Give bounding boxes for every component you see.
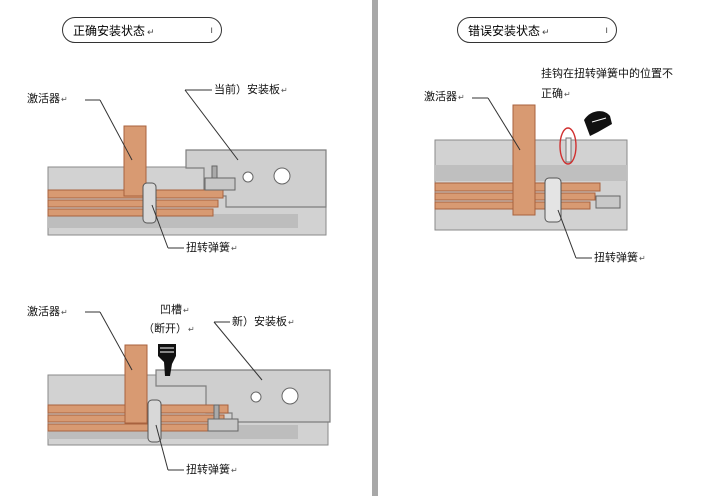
mounting-plate [155, 369, 331, 423]
activator-arm [124, 344, 148, 424]
activator-label: 激活器↵ [27, 92, 68, 105]
paragraph-mark-icon: ↵ [147, 28, 155, 38]
right-panel-title: 错误安装状态↵ ı [457, 17, 617, 43]
shaft [204, 177, 236, 191]
paragraph-mark-icon: ↵ [188, 325, 195, 334]
paragraph-mark-icon: ↵ [458, 93, 465, 102]
plate-hole-large [281, 387, 299, 405]
left-panel-title: 正确安装状态↵ ı [62, 17, 222, 43]
activator-label: 激活器↵ [424, 90, 465, 103]
paragraph-mark-icon: ↵ [281, 86, 288, 95]
activator-arm [123, 125, 147, 197]
rail-lower-band [48, 214, 298, 228]
current-plate-label: 当前）安装板↵ [214, 83, 288, 96]
hook-pin [213, 404, 220, 420]
pointing-hand-icon [158, 344, 176, 376]
figure-incorrect [434, 104, 628, 231]
leader-lines [85, 89, 592, 471]
new-plate-label: 新）安装板↵ [232, 315, 295, 328]
torsion-spring-label: 扭转弹簧↵ [186, 463, 238, 476]
torsion-spring-label: 扭转弹簧↵ [186, 241, 238, 254]
paragraph-mark-icon: ↵ [639, 254, 646, 263]
copper-bar [47, 208, 214, 217]
text-cursor-icon: ı [605, 25, 608, 36]
copper-bar [47, 423, 221, 432]
copper-bar [47, 199, 219, 208]
incorrect-position-note: 挂钩在扭转弹簧中的位置不 [541, 67, 673, 80]
plate-hole-small [250, 391, 262, 403]
panel-divider [372, 0, 378, 496]
left-panel-title-text: 正确安装状态 [73, 24, 146, 38]
groove-sub-label: （断开）↵ [143, 322, 195, 335]
incorrect-position-note-line2: 正确↵ [541, 87, 571, 100]
activator-label: 激活器↵ [27, 305, 68, 318]
figure-correct-new-plate [47, 344, 331, 446]
paragraph-mark-icon: ↵ [231, 244, 238, 253]
text-cursor-icon: ı [210, 25, 213, 36]
paragraph-mark-icon: ↵ [61, 308, 68, 317]
paragraph-mark-icon: ↵ [231, 466, 238, 475]
paragraph-mark-icon: ↵ [61, 95, 68, 104]
highlight-circle [559, 127, 577, 165]
plate-hole-large [273, 167, 291, 185]
hook-pin [211, 165, 218, 179]
figure-correct-current-plate [47, 125, 327, 236]
shaft [595, 195, 621, 209]
hook-pin [565, 137, 572, 163]
activator-arm [512, 104, 536, 216]
paragraph-mark-icon: ↵ [288, 318, 295, 327]
pointing-hand-icon [584, 111, 612, 136]
plate-hole-small [242, 171, 254, 183]
groove-label: 凹槽↵ [160, 303, 190, 316]
right-panel-title-text: 错误安装状态 [468, 24, 541, 38]
paragraph-mark-icon: ↵ [564, 90, 571, 99]
torsion-spring-label: 扭转弹簧↵ [594, 251, 646, 264]
shaft [207, 418, 239, 432]
torsion-spring [544, 177, 562, 223]
paragraph-mark-icon: ↵ [183, 306, 190, 315]
paragraph-mark-icon: ↵ [542, 28, 550, 38]
torsion-spring [142, 182, 157, 224]
